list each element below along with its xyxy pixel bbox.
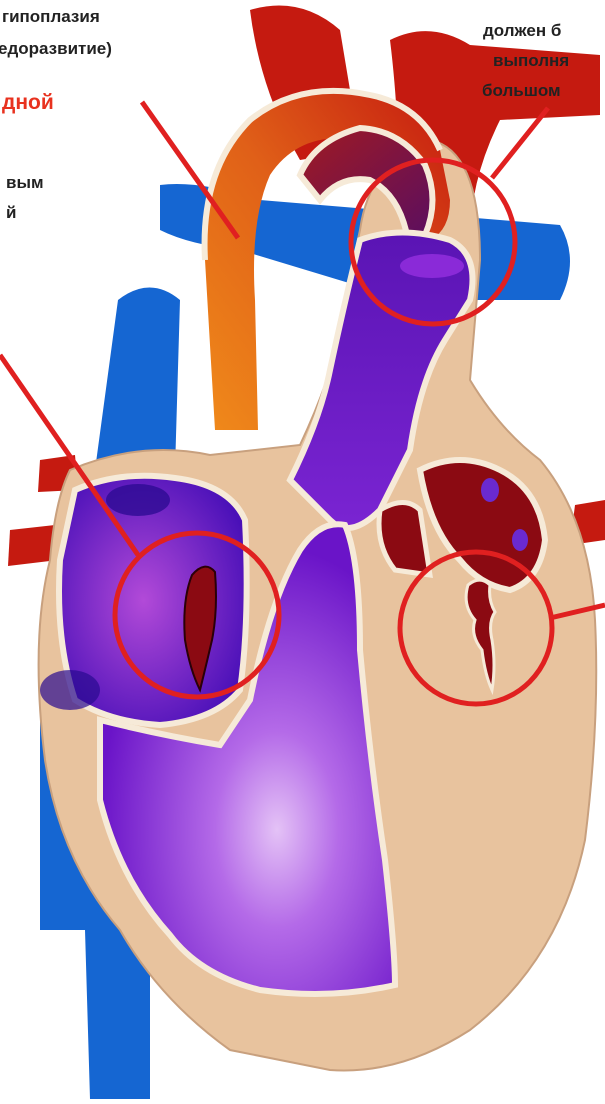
pulmonary-vein-opening-2	[512, 529, 528, 551]
label-left-mid-1: вым	[6, 172, 44, 194]
label-hypoplasia: гипоплазия	[2, 6, 100, 28]
label-left-mid-2: й	[6, 202, 16, 224]
label-top-right-3: большом	[482, 80, 561, 102]
label-top-right-2: выполня	[493, 50, 569, 72]
pulmonary-vein-opening-1	[481, 478, 499, 502]
atrium-shade-lower	[40, 670, 100, 710]
pulmonary-valve	[400, 254, 464, 278]
label-underdevelopment: едоразвитие)	[0, 38, 112, 60]
label-red-fragment: дной	[2, 92, 54, 114]
label-top-right-1: должен б	[483, 20, 561, 42]
atrium-shade-upper	[106, 484, 170, 516]
